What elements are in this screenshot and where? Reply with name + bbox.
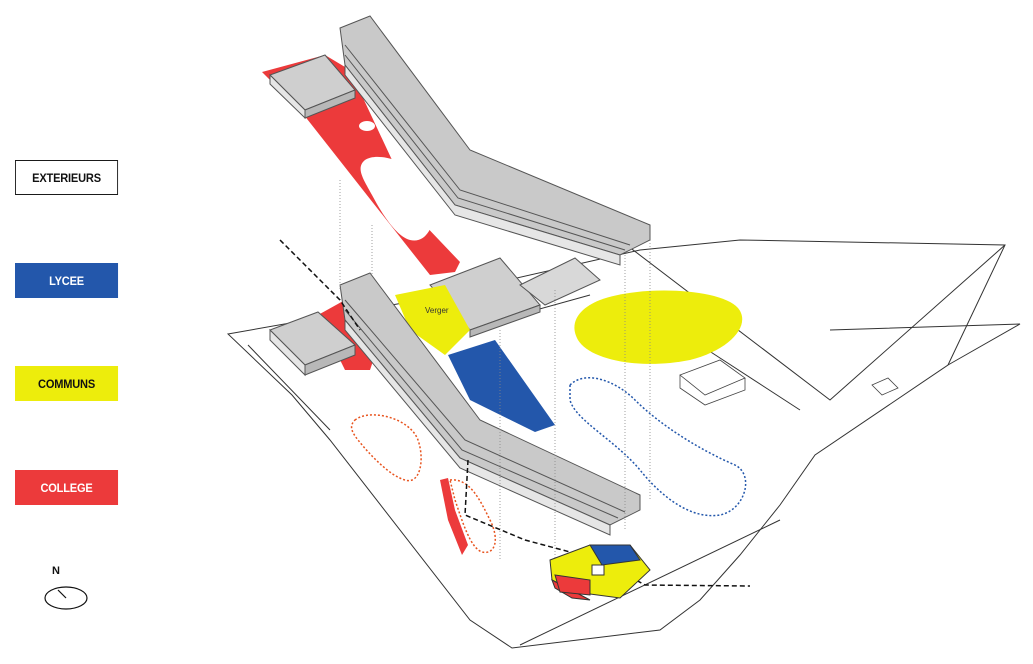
legend-exterieurs-label: EXTERIEURS [32,170,101,185]
college-lower-path [440,478,468,555]
legend-college-label: COLLEGE [40,480,93,495]
lower-long-building [339,272,641,536]
upper-small-building [269,54,356,120]
lower-small-building [269,311,356,377]
legend-lycee: LYCEE [15,263,119,298]
legend-college: COLLEGE [15,470,119,505]
right-small-buildings [679,359,899,406]
lycee-lower-block [448,340,555,432]
college-upper-hole [359,121,375,131]
exterior-red-dotted-path [449,479,497,554]
legend-communs: COMMUNS [15,366,119,401]
projection-lines [339,180,651,575]
upper-long-building [339,15,651,266]
communs-oval-field [574,290,743,364]
detail-block [549,544,651,601]
section-cut-line [279,239,361,331]
verger-label: Verger [425,306,449,315]
north-compass-icon [44,586,88,610]
legend-exterieurs: EXTERIEURS [15,160,119,195]
section-cut-line-lower [464,459,751,587]
north-label: N [52,565,60,577]
college-upper-courtyard [360,156,434,241]
legend-communs-label: COMMUNS [38,376,96,391]
legend-lycee-label: LYCEE [49,273,84,288]
communs-verger-zone [395,285,470,355]
